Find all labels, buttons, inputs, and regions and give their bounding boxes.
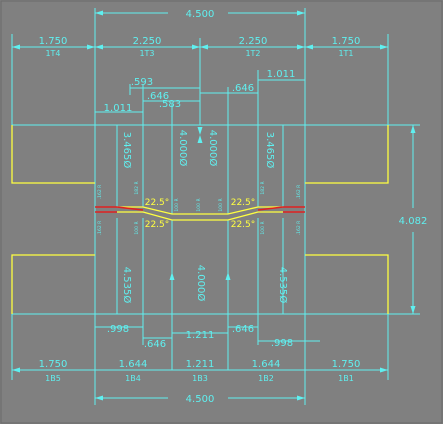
top-seg-3-value: 2.250 bbox=[239, 36, 268, 47]
dim-646-right: .646 bbox=[232, 83, 254, 94]
dimension-lines bbox=[11, 8, 420, 405]
radius-right-outer-top: .162 R bbox=[296, 185, 302, 200]
angle-right-bottom: 22.5° bbox=[231, 220, 256, 230]
radius-center-left: 100 R bbox=[174, 198, 180, 211]
top-overall-dim: 4.500 bbox=[186, 9, 215, 20]
angle-right-top: 22.5° bbox=[231, 198, 256, 208]
radius-left-outer-bottom: .162 R bbox=[97, 221, 103, 236]
dim-1011-left: 1.011 bbox=[104, 103, 133, 114]
radius-left-outer-top: .162 R bbox=[97, 185, 103, 200]
lower-left-dia: 4.535Ø bbox=[121, 267, 133, 304]
top-seg-4-value: 1.750 bbox=[332, 36, 361, 47]
upper-left-outer-dia: 3.465Ø bbox=[121, 132, 133, 169]
bottom-dim-1211: 1.211 bbox=[186, 330, 215, 341]
top-seg-4-tag: 1T1 bbox=[338, 49, 353, 58]
top-seg-1-value: 1.750 bbox=[39, 36, 68, 47]
bottom-seg-3-value: 1.211 bbox=[186, 359, 215, 370]
bottom-seg-5-value: 1.750 bbox=[332, 359, 361, 370]
radius-left-inner-bottom: 100 R bbox=[134, 221, 140, 234]
top-seg-2-value: 2.250 bbox=[133, 36, 162, 47]
top-seg-3-tag: 1T2 bbox=[245, 49, 260, 58]
top-seg-2-tag: 1T3 bbox=[139, 49, 154, 58]
upper-right-inner-dia: 4.000Ø bbox=[207, 130, 219, 167]
bottom-dim-646-left: .646 bbox=[144, 339, 166, 350]
bottom-seg-5-tag: 1B1 bbox=[338, 374, 354, 383]
bottom-seg-4-tag: 1B2 bbox=[258, 374, 274, 383]
radius-right-outer-bottom: .162 R bbox=[296, 221, 302, 236]
upper-left-inner-dia: 4.000Ø bbox=[177, 130, 189, 167]
radius-center-mid: 100 R bbox=[196, 198, 202, 211]
top-seg-1-tag: 1T4 bbox=[45, 49, 60, 58]
lower-center-dia: 4.000Ø bbox=[195, 265, 207, 302]
bottom-dim-646-right: .646 bbox=[232, 324, 254, 335]
bottom-seg-3-tag: 1B3 bbox=[192, 374, 208, 383]
bottom-overall-dim: 4.500 bbox=[186, 394, 215, 405]
trace-ends bbox=[95, 206, 305, 213]
arrowheads bbox=[12, 10, 416, 401]
dim-1011-right: 1.011 bbox=[267, 69, 296, 80]
angle-left-top: 22.5° bbox=[145, 198, 170, 208]
bottom-seg-1-tag: 1B5 bbox=[45, 374, 61, 383]
side-height-dim: 4.082 bbox=[399, 216, 428, 227]
radius-left-inner-top: 182 R bbox=[134, 181, 140, 194]
bottom-dim-998-right: .998 bbox=[271, 338, 293, 349]
bottom-seg-2-tag: 1B4 bbox=[125, 374, 141, 383]
radius-right-inner-bottom: 100 R bbox=[260, 221, 266, 234]
part-outline bbox=[11, 125, 389, 314]
lower-right-dia: 4.535Ø bbox=[277, 267, 289, 304]
upper-right-outer-dia: 3.465Ø bbox=[264, 132, 276, 169]
dim-646-left: .646 bbox=[147, 91, 169, 102]
radius-center-right: 100 R bbox=[218, 198, 224, 211]
dim-593: .593 bbox=[131, 77, 153, 88]
bottom-dim-998-left: .998 bbox=[107, 324, 129, 335]
bottom-seg-2-value: 1.644 bbox=[119, 359, 148, 370]
bottom-seg-4-value: 1.644 bbox=[252, 359, 281, 370]
bottom-seg-1-value: 1.750 bbox=[39, 359, 68, 370]
angle-left-bottom: 22.5° bbox=[145, 220, 170, 230]
dim-583: .583 bbox=[159, 99, 181, 110]
radius-right-inner-top: 182 R bbox=[260, 181, 266, 194]
